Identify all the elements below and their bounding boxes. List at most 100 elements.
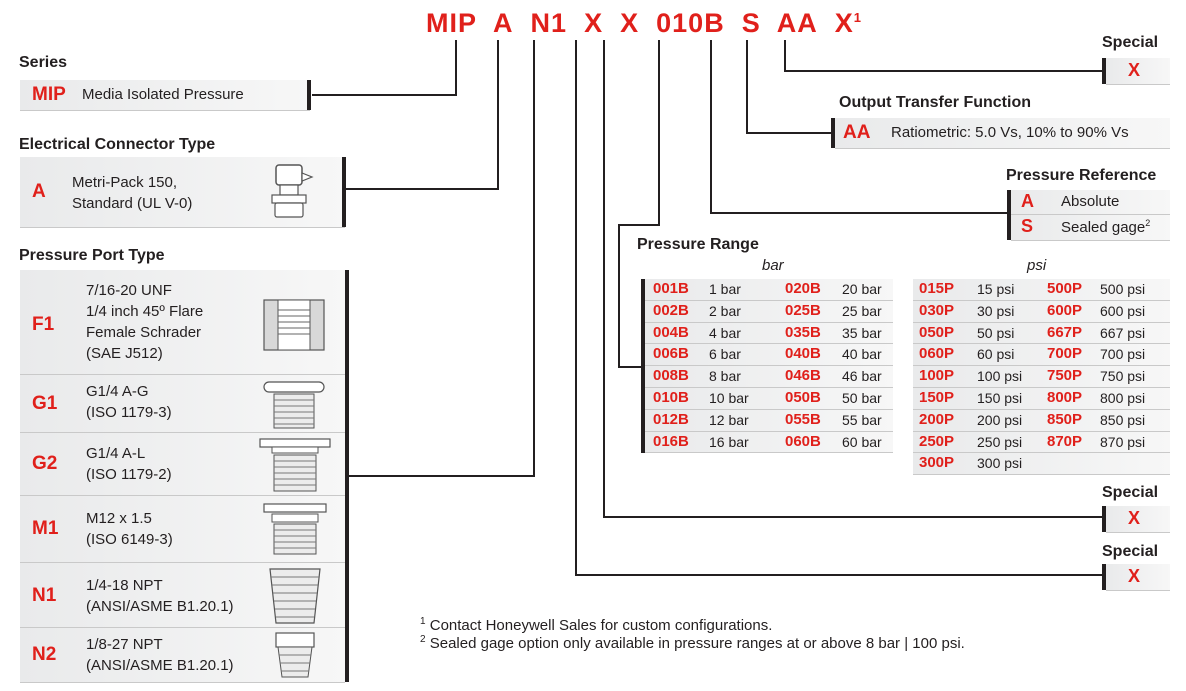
output-box: AA Ratiometric: 5.0 Vs, 10% to 90% Vs [835,118,1170,149]
code-connector: A [493,8,514,38]
code-special-top: X [834,8,854,38]
port-desc: (ISO 1179-3) [86,404,172,421]
port-desc: (SAE J512) [86,345,163,362]
reference-row-s: S Sealed gage2 [1011,215,1170,241]
range-value: 12 bar [709,411,749,428]
model-code: MIP A N1 X X 010B S AA X1 [426,8,862,39]
port-code: F1 [32,314,55,335]
range-value: 40 bar [842,346,882,363]
range-code: 150P [919,388,955,406]
range-code: 667P [1047,323,1083,341]
range-code: 600P [1047,301,1083,319]
range-code: 030P [919,301,955,319]
series-header: Series [19,54,68,71]
leader-special-mid-h [603,516,1103,518]
range-value: 20 bar [842,281,882,297]
series-code: MIP [32,84,66,105]
footnote-1: 1 Contact Honeywell Sales for custom con… [420,616,772,634]
range-code: 060B [785,432,821,450]
footnote-2-mark: 2 [420,634,426,645]
code-output: AA [776,8,818,38]
range-value: 250 psi [977,433,1023,450]
range-value: 850 psi [1100,411,1146,428]
port-row-m1: M1 M12 x 1.5 (ISO 6149-3) [20,496,345,563]
npt-eighth-port-icon [275,632,315,678]
port-desc: 1/4-18 NPT [86,577,163,594]
range-value: 600 psi [1100,302,1146,319]
leader-special-top-h [784,70,1103,72]
range-value: 15 psi [977,281,1015,297]
range-code: 100P [919,367,955,385]
footnote-2: 2 Sealed gage option only available in p… [420,634,965,652]
range-code: 750P [1047,367,1083,385]
reference-row-a: A Absolute [1011,190,1170,215]
connector-header: Electrical Connector Type [19,136,216,153]
leader-special-low-h [575,574,1103,576]
special-low-box: X [1106,564,1170,591]
special-top-code: X [1128,60,1141,80]
range-code: 500P [1047,280,1083,297]
reference-desc: Absolute [1061,193,1120,210]
range-bar-label: bar [762,257,784,274]
leader-series-h [312,94,457,96]
range-value: 300 psi [977,455,1023,472]
special-top-box: X [1106,58,1170,85]
range-value: 150 psi [977,389,1023,406]
port-desc: (ANSI/ASME B1.20.1) [86,598,234,615]
code-port: N1 [530,8,568,38]
range-value: 1 bar [709,281,741,297]
range-code: 700P [1047,345,1083,363]
range-code: 012B [653,410,689,428]
special-low-bar [1102,564,1106,590]
range-value: 35 bar [842,324,882,341]
range-code: 001B [653,280,689,297]
leader-connector-h [346,188,499,190]
reference-desc-text: Sealed gage [1061,219,1146,236]
port-desc: Female Schrader [86,324,202,341]
range-code: 060P [919,345,955,363]
leader-reference [710,40,712,214]
range-code: 004B [653,323,689,341]
special-mid-box: X [1106,506,1170,533]
range-code: 010B [653,388,689,406]
g1-thread-port-icon [263,381,325,429]
port-code: N2 [32,644,57,665]
range-value: 750 psi [1100,368,1146,385]
code-series: MIP [426,8,478,38]
range-value: 30 psi [977,302,1015,319]
port-desc: 7/16-20 UNF [86,282,172,299]
leader-port [533,40,535,477]
code-special-mid: X [620,8,640,38]
footnote-2-text: Sealed gage option only available in pre… [429,635,965,652]
port-row-n2: N2 1/8-27 NPT (ANSI/ASME B1.20.1) [20,628,345,683]
range-value: 10 bar [709,389,749,406]
reference-header: Pressure Reference [1006,167,1157,184]
special-top-bar [1102,58,1106,84]
range-code: 800P [1047,388,1083,406]
range-value: 500 psi [1100,281,1146,297]
range-value: 55 bar [842,411,882,428]
connector-desc-1: Metri-Pack 150, [72,174,178,191]
port-desc: G1/4 A-L [86,445,146,462]
series-bar [307,80,311,110]
leader-special-low [575,40,577,576]
range-value: 16 bar [709,433,749,450]
leader-series [455,40,457,96]
port-desc: (ISO 1179-2) [86,466,172,483]
port-header: Pressure Port Type [19,247,165,264]
range-code: 250P [919,432,955,450]
port-desc: M12 x 1.5 [86,510,152,527]
